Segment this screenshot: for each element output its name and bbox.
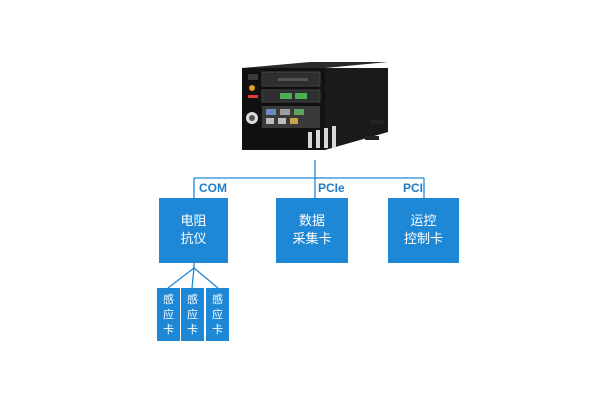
industrial-pc-chassis-icon bbox=[242, 62, 388, 150]
box-resistance-meter: 电阻 抗仪 bbox=[159, 198, 228, 263]
label-pci: PCI bbox=[403, 181, 424, 195]
fan-left bbox=[167, 267, 195, 289]
sensor-card: 感 应 卡 bbox=[181, 288, 204, 341]
box-data-acquisition-card: 数据 采集卡 bbox=[276, 198, 348, 263]
label-com: COM bbox=[199, 181, 227, 195]
fan-right bbox=[193, 267, 219, 289]
box-motion-control-card: 运控 控制卡 bbox=[388, 198, 459, 263]
label-pcie: PCIe bbox=[318, 181, 345, 195]
fan-mid bbox=[191, 267, 195, 289]
sensor-card: 感 应 卡 bbox=[157, 288, 180, 341]
sensor-card: 感 应 卡 bbox=[206, 288, 229, 341]
